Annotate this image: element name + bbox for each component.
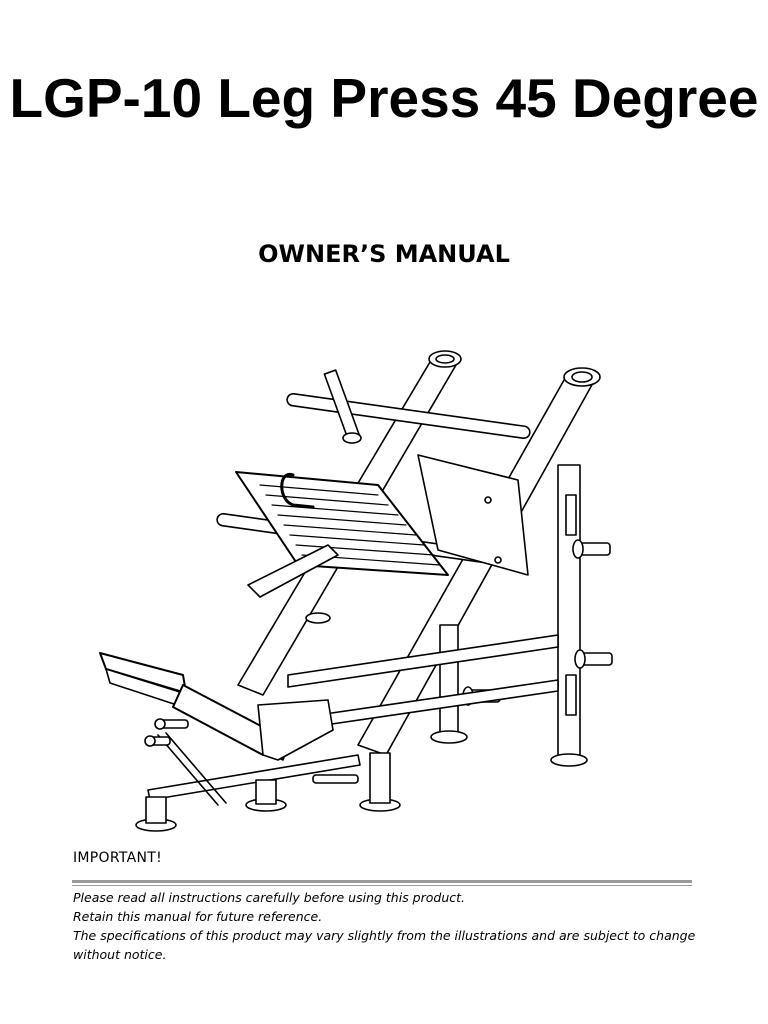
divider-line-secondary xyxy=(72,885,692,886)
document-title: LGP-10 Leg Press 45 Degree xyxy=(9,67,759,129)
notice-line: Retain this manual for future reference. xyxy=(73,909,323,924)
important-heading: IMPORTANT! xyxy=(73,850,163,866)
notice-line: Please read all instructions carefully b… xyxy=(73,890,466,905)
leg-press-machine-illustration xyxy=(88,335,628,840)
leg-press-machine-icon xyxy=(99,350,613,832)
document-subtitle: OWNER’S MANUAL xyxy=(258,240,510,268)
notice-text: Please read all instructions carefully b… xyxy=(73,888,713,964)
notice-line: The specifications of this product may v… xyxy=(73,928,696,962)
divider-line xyxy=(72,880,692,883)
